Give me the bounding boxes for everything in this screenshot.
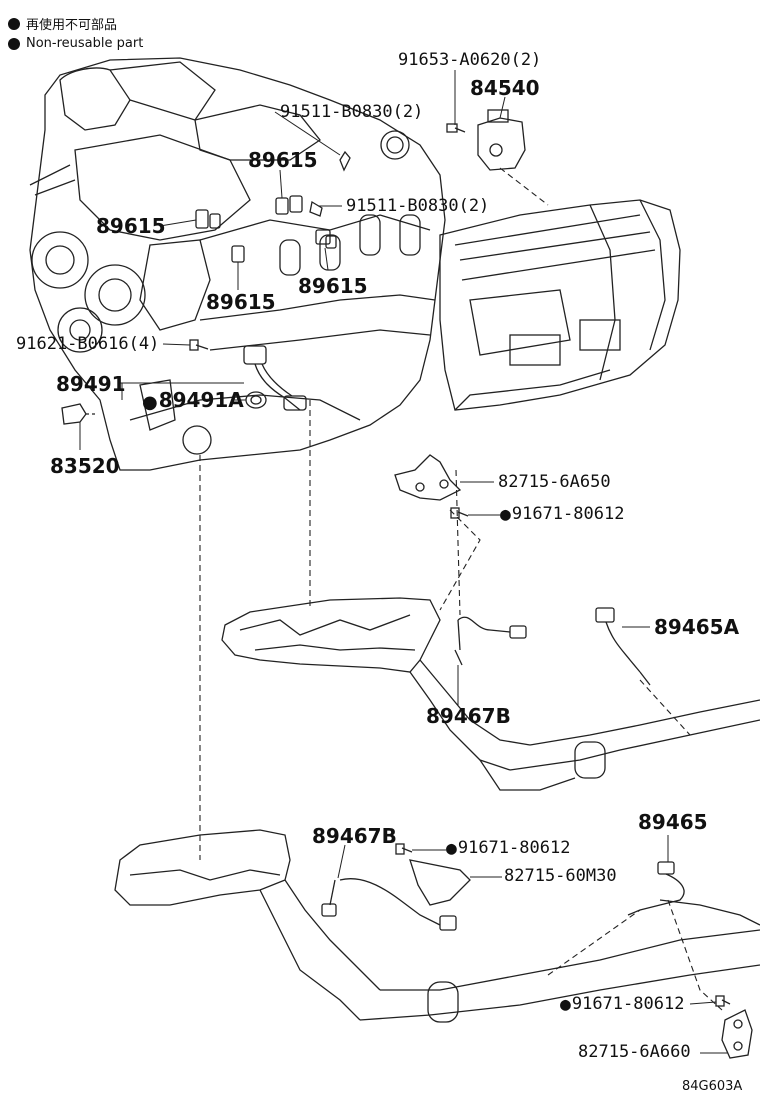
bracket-82715-60M30-drawing: [395, 843, 471, 906]
label-91671-80612-c: 91671-80612: [560, 996, 685, 1014]
filled-circle-icon: [8, 17, 20, 30]
label-84540: 84540: [470, 76, 540, 100]
diagram-code: 84G603A: [682, 1079, 743, 1094]
label-89615-c: 89615: [206, 290, 276, 314]
label-89467B-b: 89467B: [312, 824, 397, 848]
label-91511-B0830-b: 91511-B0830(2): [346, 196, 490, 216]
label-89465: 89465: [638, 810, 708, 834]
label-91511-B0830-a: 91511-B0830(2): [280, 102, 424, 122]
legend-english: Non-reusable part: [8, 36, 143, 51]
filled-circle-icon: [8, 37, 20, 50]
label-89467B-a: 89467B: [426, 704, 511, 728]
relation-dashed-lines: [199, 167, 723, 1011]
label-91621-B0616: 91621-B0616(4): [16, 334, 160, 354]
label-82715-60M30: 82715-60M30: [504, 866, 617, 886]
label-89465A: 89465A: [654, 615, 740, 639]
label-89491: 89491: [56, 372, 126, 396]
legend-japanese: 再使用不可部品: [8, 14, 117, 33]
bracket-82715-6A650-drawing: [394, 454, 469, 519]
label-91671-80612-b: 91671-80612: [446, 840, 571, 858]
label-89615-a: 89615: [248, 148, 318, 172]
bracket-82715-6A660-drawing: [715, 995, 753, 1059]
label-89615-b: 89615: [96, 214, 166, 238]
label-91671-80612-a: 91671-80612: [500, 506, 625, 524]
label-91653-A0620: 91653-A0620(2): [398, 50, 542, 70]
transmission-drawing: [439, 199, 681, 411]
exhaust-manifold-upper-drawing: [221, 597, 760, 791]
o2-sensor-wires-upper: [454, 607, 651, 686]
legend-japanese-text: 再使用不可部品: [26, 18, 118, 33]
leader-lines: [79, 70, 728, 1054]
label-82715-6A660: 82715-6A660: [578, 1042, 691, 1062]
part-83520-drawing: [61, 403, 96, 425]
label-83520: 83520: [50, 454, 120, 478]
legend-english-text: Non-reusable part: [26, 36, 144, 51]
label-89615-d: 89615: [298, 274, 368, 298]
part-84540-drawing: [446, 109, 526, 171]
label-82715-6A650: 82715-6A650: [498, 472, 611, 492]
label-89491A: 89491A: [142, 390, 244, 412]
